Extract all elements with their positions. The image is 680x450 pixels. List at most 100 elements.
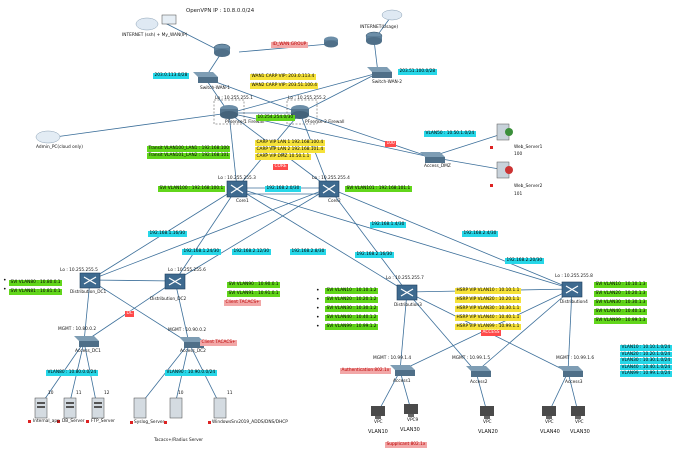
pc1-label: VPC [374,420,383,425]
server-n1: 10 [48,391,54,396]
pfsense-1-name: PFsense-1 Firewall [225,120,265,125]
pfsense-2-name: PFsense-2 Firewall [305,120,345,125]
carp-dmz-tag: CARP VIP DMZ 10.50.1.1 [255,154,311,160]
pc4-label: VPC [545,420,554,425]
wan-group-tag: ID_WAN GROUP [271,42,308,48]
pfsync-tag: 10.254.254.0/30 [256,115,295,121]
wan-router-right-icon [365,31,383,45]
access1-mgmt: MGMT : 10.99.1.4 [373,356,412,361]
web-server-1-num: 100 [514,152,523,157]
links-layer [39,17,579,413]
pc-vlan20-label: VLAN20 [478,429,498,435]
admin-pc-label: Admin_PC(cloud only) [36,145,83,150]
hsrp-item: HSRP VIP VLAN40 : 10.40.1.1 [455,314,521,321]
hsrp-item: HSRP VIP VLAN10 : 10.10.1.1 [455,288,521,294]
dist4-svi-item: SVI VLAN20 : 10.20.1.3 [594,290,648,297]
dc1-svi-b: SVI VLAN81 : 10.81.0.1 [9,289,63,295]
link-l2: 192.168.1.24/30 [182,249,221,255]
openvpn-ip-label: OpenVPN IP : 10.8.0.0/24 [186,8,255,14]
dist4-svi-item: SVI VLAN40 : 10.40.1.3 [594,308,648,315]
wan-switch-right-label: Switch-WAN-2 [372,80,403,85]
pc3-label: VPC [483,420,492,425]
wan-switch-right-icon [367,67,392,78]
hsrp-item: HSRP VIP VLAN30 : 10.30.1.1 [455,305,521,312]
internet-right-label: INTERNET(Usage) [360,25,399,30]
dist3-svi-item: SVI VLAN20 : 10.20.1.2 [325,296,379,303]
auth-tag: Authentication 802.1x [340,368,391,374]
carp-lan1-tag: CARP VIP LAN 1 192.168.100.4 [255,140,325,146]
web-server-2-num: 101 [514,192,523,197]
server-db-icon [63,397,77,419]
access-dc2-label: Access_DC2 [180,349,206,354]
access3-label: Access3 [565,380,583,385]
wan-router-left-icon [213,43,231,57]
transit-vlan100-tag: Transit VLAN100_LAN1 : 192.168.100 [147,146,231,152]
server-syslog-icon [133,397,147,419]
core1-label: Core1 [236,199,249,204]
vlan-summary-item: VLAN10 : 10.10.1.0/24 [620,345,672,351]
pc-vlan10-icon [371,406,385,419]
dc2-svi-b: SVI VLAN91 : 10.91.0.1 [227,291,281,297]
dmz-vlan-tag: VLAN50 : 10.50.1.0/24 [424,131,476,137]
server-n2: 11 [76,391,82,396]
dist-dc2-label: Distribution_DC2 [150,297,187,302]
admin-cloud-icon [35,130,61,144]
pfsense-1-lo: Lo : 10.255.255.1 [215,96,253,101]
access1-label: Access1 [393,379,411,384]
access-dmz-label: Access_DMZ [424,164,451,169]
wan-switch-left-label: Switch-WAN-1 [200,86,231,91]
pc-vlan30b-icon [571,406,585,419]
dist4-lo: Lo : 10.255.255.8 [555,274,593,279]
dist4-switch-icon [561,281,583,298]
isp-router-icon [324,36,338,48]
dist-dc1-lo: Lo : 10.255.255.5 [60,268,98,273]
server-n3: 12 [104,391,110,396]
status-markers [28,146,493,424]
server-windows-label: WindowsSrv2019_ADDS/DNS/DHCP [212,420,288,425]
server-db-label: DB_Server [62,419,85,424]
access-dc1-label: Access_DC1 [75,349,101,354]
access2-label: Access2 [470,380,488,385]
internet-cloud-right [381,9,403,21]
access-dc2-mgmt: MGMT : 10.90.0.2 [168,328,207,333]
pc2-label: VPC9 [407,418,419,423]
hsrp-list: HSRP VIP VLAN10 : 10.10.1.1 HSRP VIP VLA… [455,288,521,333]
access-dc1-switch-icon [74,336,99,347]
pfsense-2-frame [286,99,318,125]
core-link-tag: 192.168.2.0/30 [265,186,301,192]
access1-switch-icon [390,365,415,376]
dist3-svi-item: SVI VLAN30 : 10.30.1.2 [325,305,379,312]
pfsense-2-icon [291,105,309,119]
dist4-svi-item: SVI VLAN99 : 10.99.1.3 [594,317,648,324]
pc-vlan40-icon [542,406,556,419]
server-n4: 10 [178,391,184,396]
server-ftp-icon [91,397,105,419]
core1-svi: SVI VLAN100 : 192.168.100.1 [158,186,225,192]
carp-wan2-tag: WAN2 CARP VIP: 203.51.100.4 [250,83,319,89]
dist3-svi-list: SVI VLAN10 : 10.10.1.2 SVI VLAN20 : 10.2… [325,288,379,333]
link-l8: 192.168.2.4/30 [462,231,498,237]
access2-switch-icon [466,366,491,377]
core-badge: CORE [273,164,289,170]
access-badge: ACCESS [481,330,502,336]
pc-vlan20-icon [480,406,494,419]
dc-badge: DC [125,311,135,317]
carp-wan1-tag: WAN1 CARP VIP: 203.0.113.4 [250,74,316,80]
server-windows-icon [213,397,227,419]
dist-dc1-label: Distribution_DC1 [70,290,107,295]
dist3-lo: Lo : 10.255.255.7 [386,276,424,281]
dist3-svi-item: SVI VLAN10 : 10.10.1.2 [325,288,379,294]
dist3-svi-item: SVI VLAN40 : 10.40.1.2 [325,314,379,321]
core2-lo: Lo : 10.255.255.4 [312,176,350,181]
server-internal-app-icon [34,397,48,419]
pc-vlan30-icon [404,404,418,417]
pc-vlan40-label: VLAN40 [540,429,560,435]
pc-vlan30-label: VLAN30 [400,427,420,433]
vlan-summary-item: VLAN99 : 10.99.1.0/24 [620,371,672,377]
hsrp-item: HSRP VIP VLAN99 : 10.99.1.1 [455,323,521,330]
dist-dc2-switch-icon [164,273,186,290]
wan-net-right: 203.51.100.0/28 [398,69,437,75]
server-internal-app-label: Internal_app [33,419,60,424]
dist4-svi-item: SVI VLAN30 : 10.30.1.3 [594,299,648,306]
dc1-vlan-tag: VLAN80 : 10.80.0.0/24 [46,370,98,376]
